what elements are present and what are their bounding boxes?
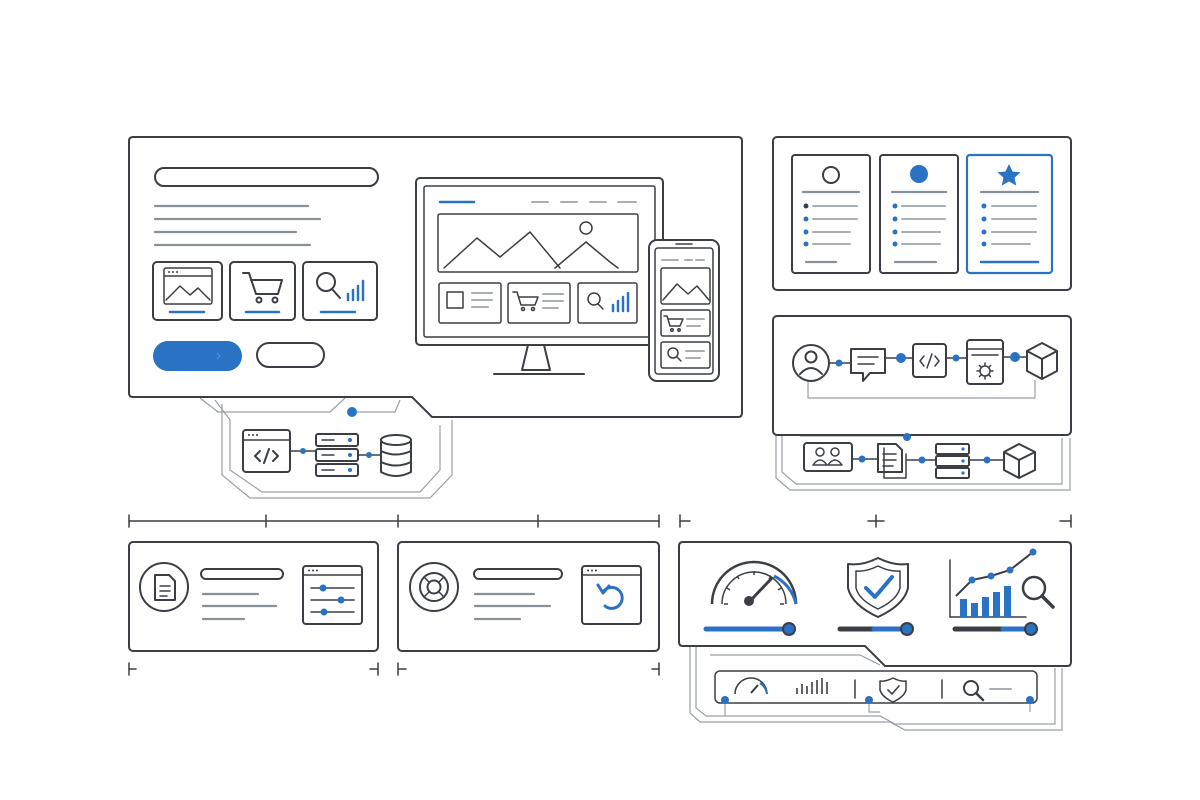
feature-tile-search[interactable]: [302, 261, 378, 321]
settings-window-icon: [966, 339, 1004, 385]
hero-text-lines: [153, 204, 322, 247]
refresh-window-icon: [581, 565, 642, 625]
server-stack-icon: [315, 433, 359, 477]
search-analytics-icon: [316, 272, 365, 302]
bar-chart-icon: [960, 586, 1011, 617]
secondary-cta-button[interactable]: [256, 342, 325, 368]
cube-icon: [1003, 443, 1036, 479]
documents-icon: [877, 443, 907, 479]
circle-filled-icon: [910, 165, 928, 183]
shopping-cart-icon: [242, 272, 283, 304]
server-icon: [935, 443, 970, 479]
backend-cluster: [242, 429, 412, 477]
hero-panel: [128, 136, 743, 499]
circle-outline-icon: [822, 166, 840, 184]
search-icon: [1021, 575, 1055, 609]
mobile-phone: [648, 239, 720, 382]
document-icon: [139, 562, 189, 612]
cube-icon: [1026, 342, 1058, 380]
gauge-icon: [734, 677, 768, 695]
plan-card-basic[interactable]: [791, 154, 871, 274]
workflow-panel: [772, 315, 1072, 491]
chat-icon: [850, 348, 886, 382]
monitor-card-1: [438, 282, 502, 324]
monitor-card-2: [507, 282, 571, 324]
plan-card-premium[interactable]: [965, 153, 1054, 275]
lifebuoy-icon: [409, 562, 459, 612]
card-title-placeholder: [200, 568, 284, 580]
analytics-trend: [949, 548, 1055, 636]
chevron-right-icon: [216, 352, 221, 360]
feature-tile-cart[interactable]: [229, 261, 296, 321]
sliders-icon: [302, 565, 363, 625]
pricing-panel: [772, 136, 1072, 291]
dimension-rulers: [128, 514, 1072, 676]
primary-cta-button[interactable]: [153, 341, 242, 371]
code-icon: [912, 343, 947, 378]
star-icon: [997, 164, 1021, 186]
growth-chart-icon: [949, 548, 1055, 618]
card-title-placeholder: [473, 568, 563, 580]
shield-check-icon: [847, 557, 909, 618]
monitor-card-3: [577, 282, 638, 324]
shield-check-icon: [879, 677, 907, 703]
gauge-icon: [710, 560, 798, 606]
search-icon: [963, 680, 985, 702]
metrics-mini-bar: [714, 670, 1038, 716]
performance-gauge: [703, 560, 798, 636]
trace-node: [347, 407, 357, 417]
users-icon: [812, 447, 843, 466]
plan-card-standard[interactable]: [879, 154, 959, 274]
code-window-icon: [242, 429, 291, 473]
feature-tile-image[interactable]: [152, 261, 223, 321]
security-status: [837, 557, 914, 636]
metrics-circuit-traces: [689, 646, 1063, 731]
document-settings-card[interactable]: [128, 541, 379, 652]
monitor-hero-image: [437, 213, 639, 273]
hero-title-placeholder: [154, 167, 379, 187]
sub-workflow: [803, 433, 1036, 479]
image-icon: [163, 267, 213, 305]
users-icon-frame: [803, 442, 853, 472]
support-restore-card[interactable]: [397, 541, 660, 652]
database-icon: [380, 434, 412, 477]
bar-chart-icon: [796, 678, 828, 694]
hero-circuit-traces: [199, 397, 453, 499]
metrics-panel: [678, 541, 1072, 731]
